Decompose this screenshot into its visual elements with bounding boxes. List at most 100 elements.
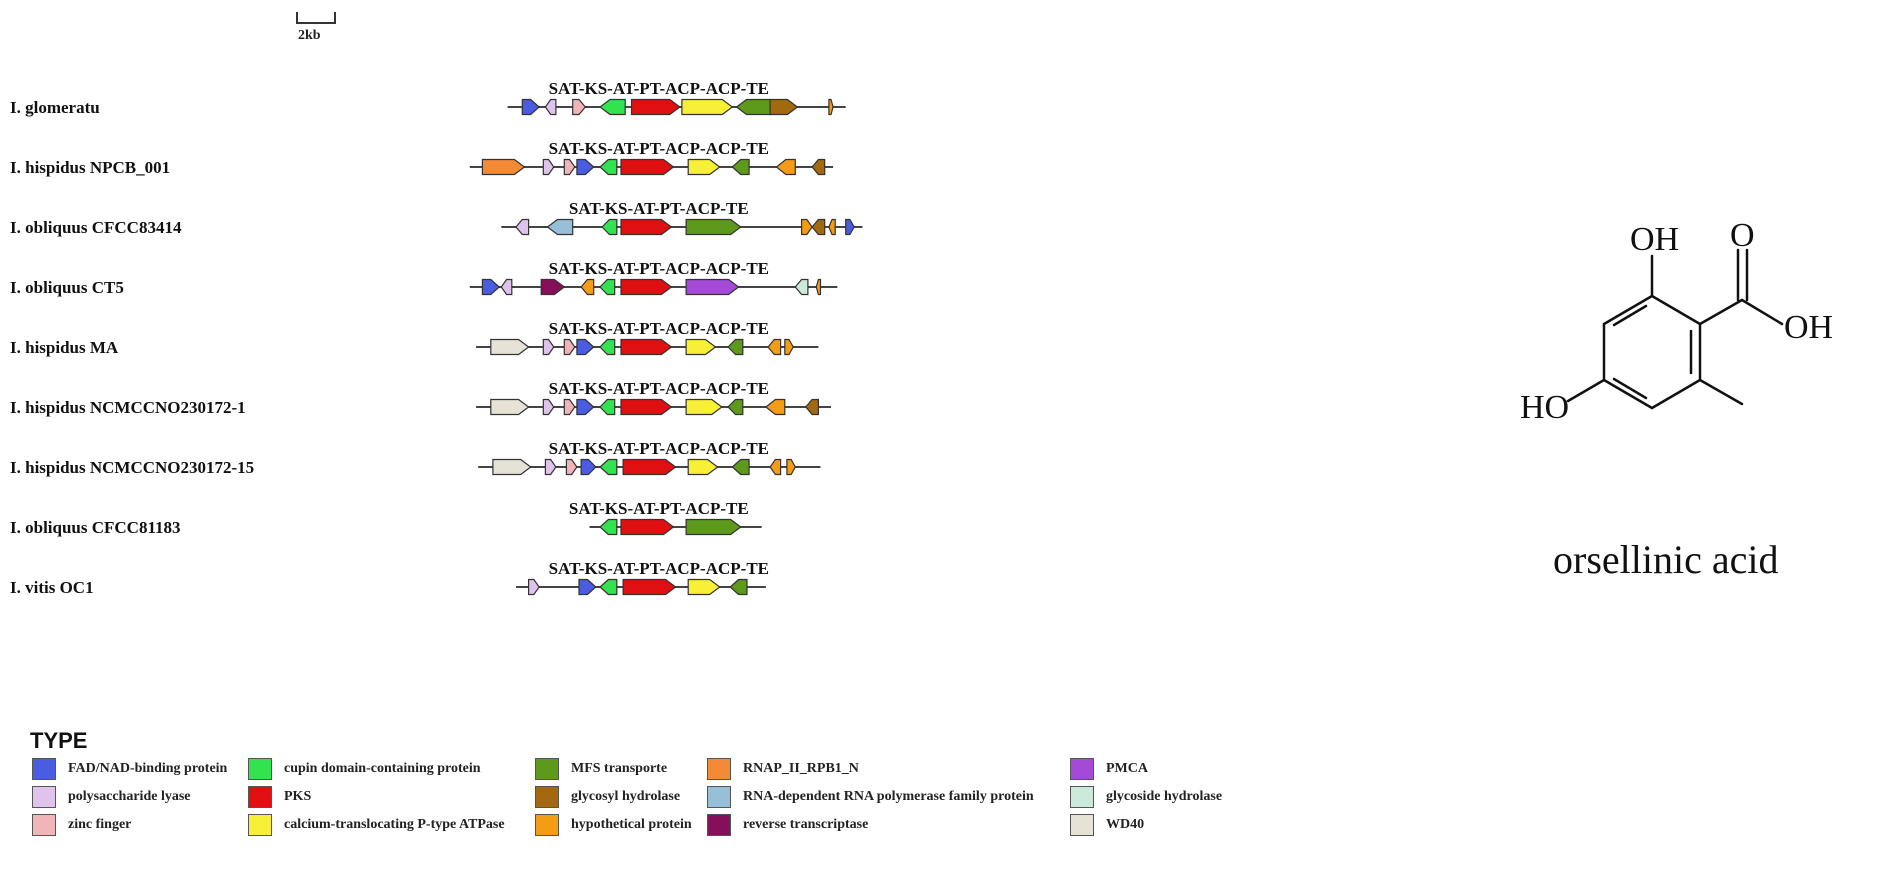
species-label: I. hispidus NCMCCNO230172-1 <box>10 398 246 417</box>
gene-arrow-wd40 <box>490 338 530 356</box>
species-label: I. hispidus NPCB_001 <box>10 158 170 177</box>
atom-label-oh: OH <box>1784 309 1833 346</box>
bond <box>1650 378 1702 410</box>
legend-swatch <box>32 758 56 780</box>
gene-arrow-mfs <box>731 158 750 176</box>
legend-swatch <box>707 786 731 808</box>
gene-arrow-zinc <box>572 98 587 116</box>
gene-arrow-pks <box>622 458 677 476</box>
gene-arrow-cupin <box>599 278 616 296</box>
gene-cluster-row: I. hispidus NCMCCNO230172-15SAT-KS-AT-PT… <box>10 439 821 477</box>
gene-arrow-hypo <box>815 278 822 296</box>
gene-arrow-pks <box>620 518 675 536</box>
gene-arrow-hypo <box>784 338 794 356</box>
species-label: I. vitis OC1 <box>10 578 94 597</box>
legend-label: RNAP_II_RPB1_N <box>743 761 859 776</box>
legend-item-cupin: cupin domain-containing protein <box>248 756 481 782</box>
legend-label: calcium-translocating P-type ATPase <box>284 817 505 832</box>
legend-label: polysaccharide lyase <box>68 789 191 804</box>
gene-arrow-rdrp <box>546 218 574 236</box>
gene-arrow-fad <box>576 338 595 356</box>
legend-swatch <box>1070 758 1094 780</box>
gene-arrow-hypo <box>775 158 796 176</box>
gene-arrow-fad <box>845 218 855 236</box>
legend-swatch <box>535 758 559 780</box>
gene-arrow-hypo <box>786 458 796 476</box>
legend-item-ghydro: glycoside hydrolase <box>1070 784 1222 810</box>
gene-arrow-poly <box>544 458 557 476</box>
gene-arrow-fad <box>576 158 595 176</box>
gene-arrow-cupin <box>599 338 616 356</box>
gene-arrow-cupin <box>599 398 616 416</box>
legend-swatch <box>707 814 731 836</box>
gene-arrow-mfs <box>729 578 748 596</box>
gene-cluster-row: I. hispidus NPCB_001 SAT-KS-AT-PT-ACP-ACP… <box>10 139 834 177</box>
legend-label: FAD/NAD-binding protein <box>68 761 228 776</box>
gene-arrow-hypo <box>828 218 836 236</box>
atom-label-ho: HO <box>1520 389 1569 426</box>
legend-item-pmca: PMCA <box>1070 756 1148 782</box>
scale-bar-label: 2kb <box>298 28 321 43</box>
gene-arrow-hypo <box>769 458 782 476</box>
gene-arrow-zinc <box>563 158 576 176</box>
pks-domain-label: SAT-KS-AT-PT-ACP-ACP-TE <box>549 379 769 398</box>
legend-label: PKS <box>284 789 312 804</box>
gene-arrow-glyco <box>805 398 820 416</box>
legend-item-fad: FAD/NAD-binding protein <box>32 756 227 782</box>
gene-arrow-cupin <box>599 458 618 476</box>
legend-swatch <box>535 786 559 808</box>
gene-arrow-hypo <box>828 98 834 116</box>
gene-arrow-ghydro <box>794 278 809 296</box>
gene-arrow-cupin <box>599 578 618 596</box>
gene-arrow-fad <box>580 458 597 476</box>
gene-cluster-row: I. hispidus NCMCCNO230172-1 SAT-KS-AT-PT-… <box>10 379 831 417</box>
legend-swatch <box>1070 814 1094 836</box>
legend-item-zinc: zinc finger <box>32 812 131 838</box>
double-bond <box>1612 304 1648 327</box>
scale-bar <box>296 12 336 24</box>
legend-swatch <box>707 758 731 780</box>
gene-arrow-hypo <box>800 218 813 236</box>
pks-domain-label: SAT-KS-AT-PT-ACP-ACP-TE <box>549 319 769 338</box>
legend-item-catpase: calcium-translocating P-type ATPase <box>248 812 505 838</box>
bond <box>1698 298 1744 326</box>
gene-arrow-glyco <box>811 218 826 236</box>
double-bond <box>1612 377 1648 400</box>
gene-arrow-pks <box>620 278 673 296</box>
pks-domain-label: SAT-KS-AT-PT-ACP-ACP-TE <box>549 139 769 158</box>
species-label: I. obliquus CT5 <box>10 278 124 297</box>
bond <box>1602 294 1654 326</box>
gene-arrow-poly <box>500 278 513 296</box>
legend-label: MFS transporte <box>571 761 668 776</box>
gene-arrow-hypo <box>580 278 595 296</box>
gene-arrow-zinc <box>563 338 576 356</box>
species-label: I. hispidus NCMCCNO230172-15 <box>10 458 254 477</box>
gene-arrow-glyco <box>811 158 826 176</box>
compound-name: orsellinic acid <box>1553 537 1779 582</box>
legend-label: RNA-dependent RNA polymerase family prot… <box>743 789 1034 804</box>
bond <box>1650 294 1702 326</box>
legend-label: glycoside hydrolase <box>1106 789 1223 804</box>
gene-arrow-mfs <box>685 518 742 536</box>
gene-arrow-mfs <box>685 218 742 236</box>
pks-domain-label: SAT-KS-AT-PT-ACP-TE <box>569 499 749 518</box>
gene-arrow-fad <box>481 278 501 296</box>
legend-swatch <box>535 814 559 836</box>
bond <box>1698 378 1744 406</box>
gene-arrow-pks <box>620 158 675 176</box>
gene-arrow-catpase <box>681 98 734 116</box>
bond <box>1602 378 1654 410</box>
legend-item-hypo: hypothetical protein <box>535 812 692 838</box>
legend-item-rdrp: RNA-dependent RNA polymerase family prot… <box>707 784 1034 810</box>
species-label: I. glomeratu <box>10 98 100 117</box>
gene-arrow-poly <box>515 218 530 236</box>
pks-domain-label: SAT-KS-AT-PT-ACP-ACP-TE <box>549 559 769 578</box>
species-label: I. obliquus CFCC81183 <box>10 518 181 537</box>
gene-arrow-glyco <box>769 98 799 116</box>
legend-swatch <box>248 758 272 780</box>
legend-label: WD40 <box>1106 817 1145 832</box>
legend-item-glyco: glycosyl hydrolase <box>535 784 680 810</box>
